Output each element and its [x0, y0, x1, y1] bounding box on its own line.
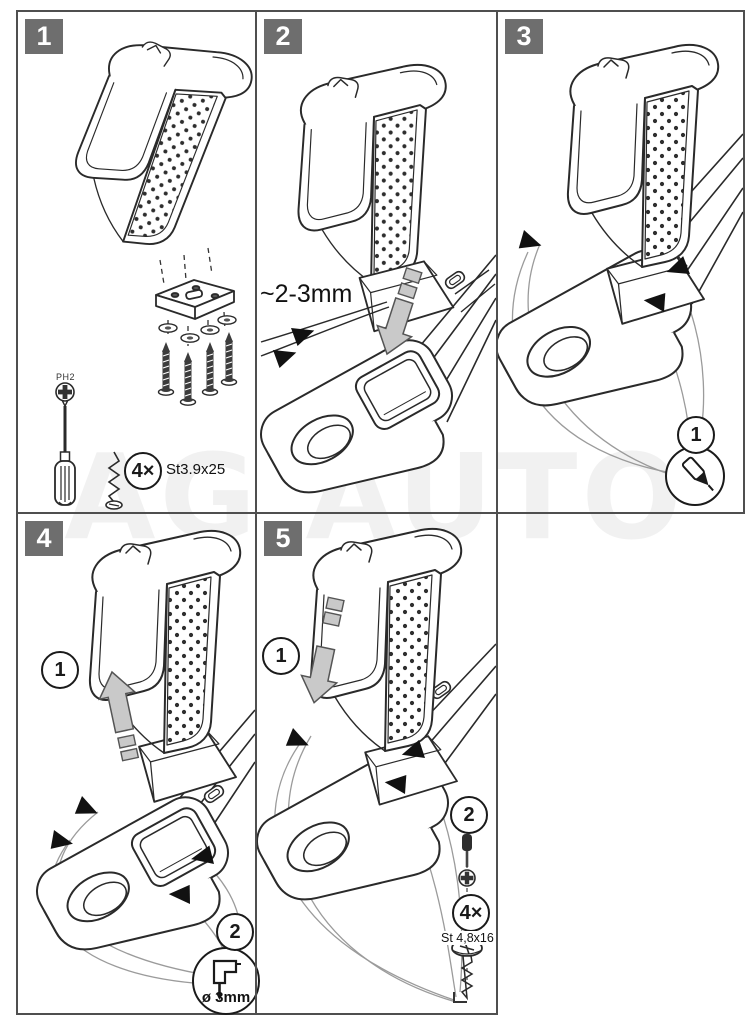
drill-callout: ø 3mm — [192, 947, 260, 1015]
mounting-bracket-illustration — [155, 279, 235, 320]
leader-corner-mark — [453, 992, 467, 1003]
console-illustration — [257, 329, 480, 512]
gap-measurement — [260, 301, 390, 369]
drill-size-label: ø 3mm — [201, 989, 251, 1006]
step-callout-2: 2 — [450, 796, 488, 834]
step-callout-1: 1 — [262, 637, 300, 675]
step-callout-1: 1 — [41, 651, 79, 689]
step-number-badge: 2 — [264, 19, 302, 54]
slide-on-arrow — [295, 596, 345, 708]
screw-spec-label: St 4,8x16 — [439, 931, 496, 945]
insert-arrow — [369, 266, 423, 361]
step-callout-2: 2 — [216, 913, 254, 951]
drill-icon — [212, 959, 241, 1000]
washer-icon — [158, 323, 178, 333]
screw-icon — [105, 451, 123, 510]
screwdriver-icon — [462, 834, 472, 867]
washer-icon — [217, 315, 237, 325]
rail-hole-icon — [442, 268, 468, 292]
step-panel-3: 3 1 — [496, 10, 745, 514]
marker-pen-icon — [681, 456, 714, 492]
armrest-exploded-illustration — [54, 18, 255, 510]
attachment-arrow — [48, 830, 76, 855]
mounting-screw-icon — [220, 331, 238, 386]
armrest-insert-illustration — [257, 63, 496, 512]
step-number-badge: 4 — [25, 521, 63, 556]
car-console-rails — [647, 133, 743, 305]
armrest-mounted-illustration — [498, 43, 743, 481]
mark-position-callout — [665, 446, 725, 506]
step-number-badge: 3 — [505, 19, 543, 54]
washer-icon — [200, 325, 220, 335]
quantity-callout: 4× — [124, 452, 162, 490]
car-console-rails — [404, 254, 496, 423]
attachment-arrow — [516, 230, 545, 256]
armrest-illustration — [297, 63, 447, 284]
step-number-badge: 1 — [25, 19, 63, 54]
release-arrow — [98, 670, 140, 762]
screwdriver-icon — [54, 400, 76, 506]
attachment-arrow — [73, 796, 102, 824]
step-panel-1: 1 — [16, 10, 257, 514]
armrest-illustration — [309, 527, 463, 752]
step-panel-2: 2 ~2-3mm — [255, 10, 498, 514]
washer-icon — [180, 333, 200, 343]
screwdriver-size-label: PH2 — [56, 372, 76, 382]
mounting-screw-icon — [179, 351, 197, 406]
armrest-illustration — [566, 43, 720, 268]
screw-spec-label: St3.9x25 — [166, 461, 226, 478]
step-callout-1: 1 — [677, 416, 715, 454]
phillips-bit-icon — [458, 869, 476, 887]
step-number-badge: 5 — [264, 521, 302, 556]
step-panel-4: 4 1 2 — [16, 512, 260, 1015]
quantity-callout: 4× — [452, 894, 490, 932]
phillips-bit-icon — [55, 382, 75, 402]
armrest-illustration — [55, 18, 255, 265]
mounting-screw-icon — [201, 341, 219, 396]
mount-flange-lines — [454, 269, 496, 313]
mounting-screw-icon — [157, 341, 175, 396]
gap-size-label: ~2-3mm — [260, 280, 353, 308]
step-panel-5: 5 — [255, 512, 498, 1015]
